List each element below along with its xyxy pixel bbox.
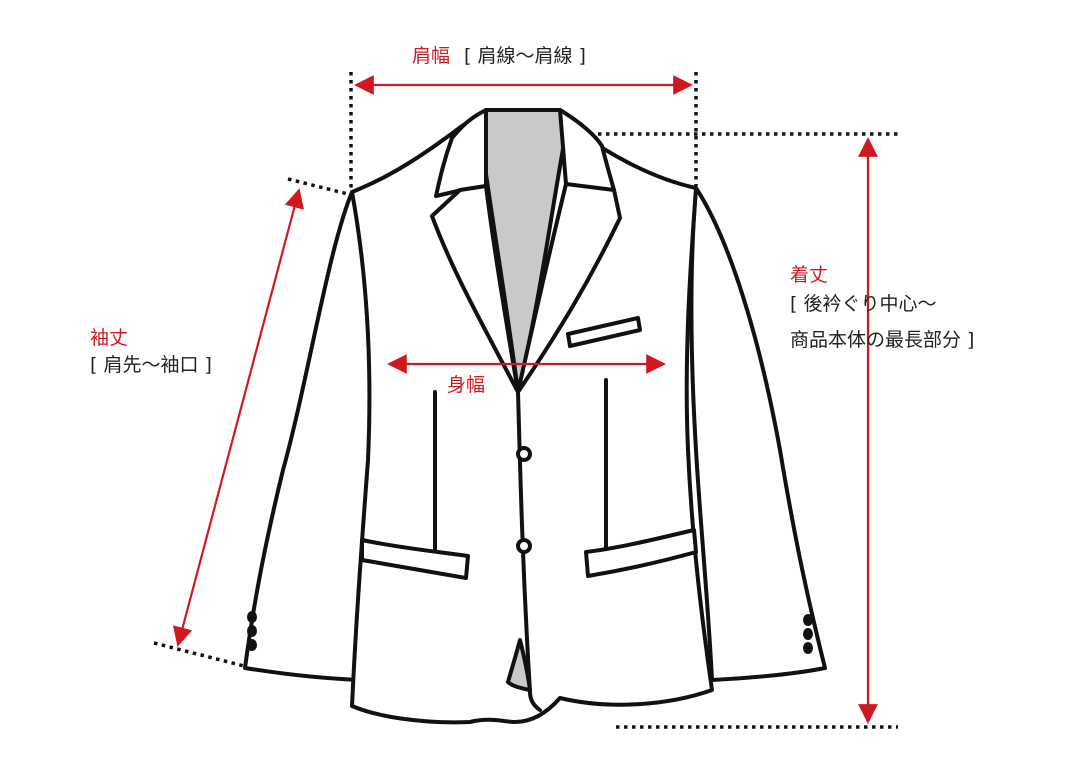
lower-lining (506, 638, 532, 692)
total-length-desc-line1: [ 後衿ぐり中心〜 (790, 293, 937, 315)
right-cuff-buttons (803, 614, 813, 654)
sleeve-length-desc: [ 肩先〜袖口 ] (90, 354, 212, 376)
front-opening (516, 390, 542, 712)
reference-lines (153, 72, 898, 729)
sleeve-length-arrow (173, 188, 304, 647)
shoulder-width-annotation: 肩幅 [ 肩線〜肩線 ] (412, 45, 586, 68)
sleeve-length-label: 袖丈 (90, 327, 129, 349)
left-sleeve (243, 190, 377, 682)
right-pocket-flap (584, 528, 698, 578)
shoulder-width-desc: [ 肩線〜肩線 ] (464, 45, 586, 67)
front-button-lower (516, 538, 532, 554)
front-button-upper (516, 446, 532, 462)
breast-pocket (566, 316, 642, 348)
sleeve-top-guide (287, 177, 353, 197)
left-collar (434, 108, 488, 198)
measurement-arrows (173, 75, 878, 724)
body-width-label: 身幅 (447, 374, 486, 396)
left-cuff-buttons (247, 611, 257, 651)
jacket (243, 108, 827, 725)
sleeve-bottom-guide (153, 641, 249, 669)
total-length-label: 着丈 (790, 264, 829, 286)
left-pocket-flap (360, 538, 470, 580)
right-sleeve (689, 186, 827, 682)
shoulder-width-label: 肩幅 (412, 45, 451, 67)
total-length-desc-line2: 商品本体の最長部分 ] (790, 329, 975, 351)
